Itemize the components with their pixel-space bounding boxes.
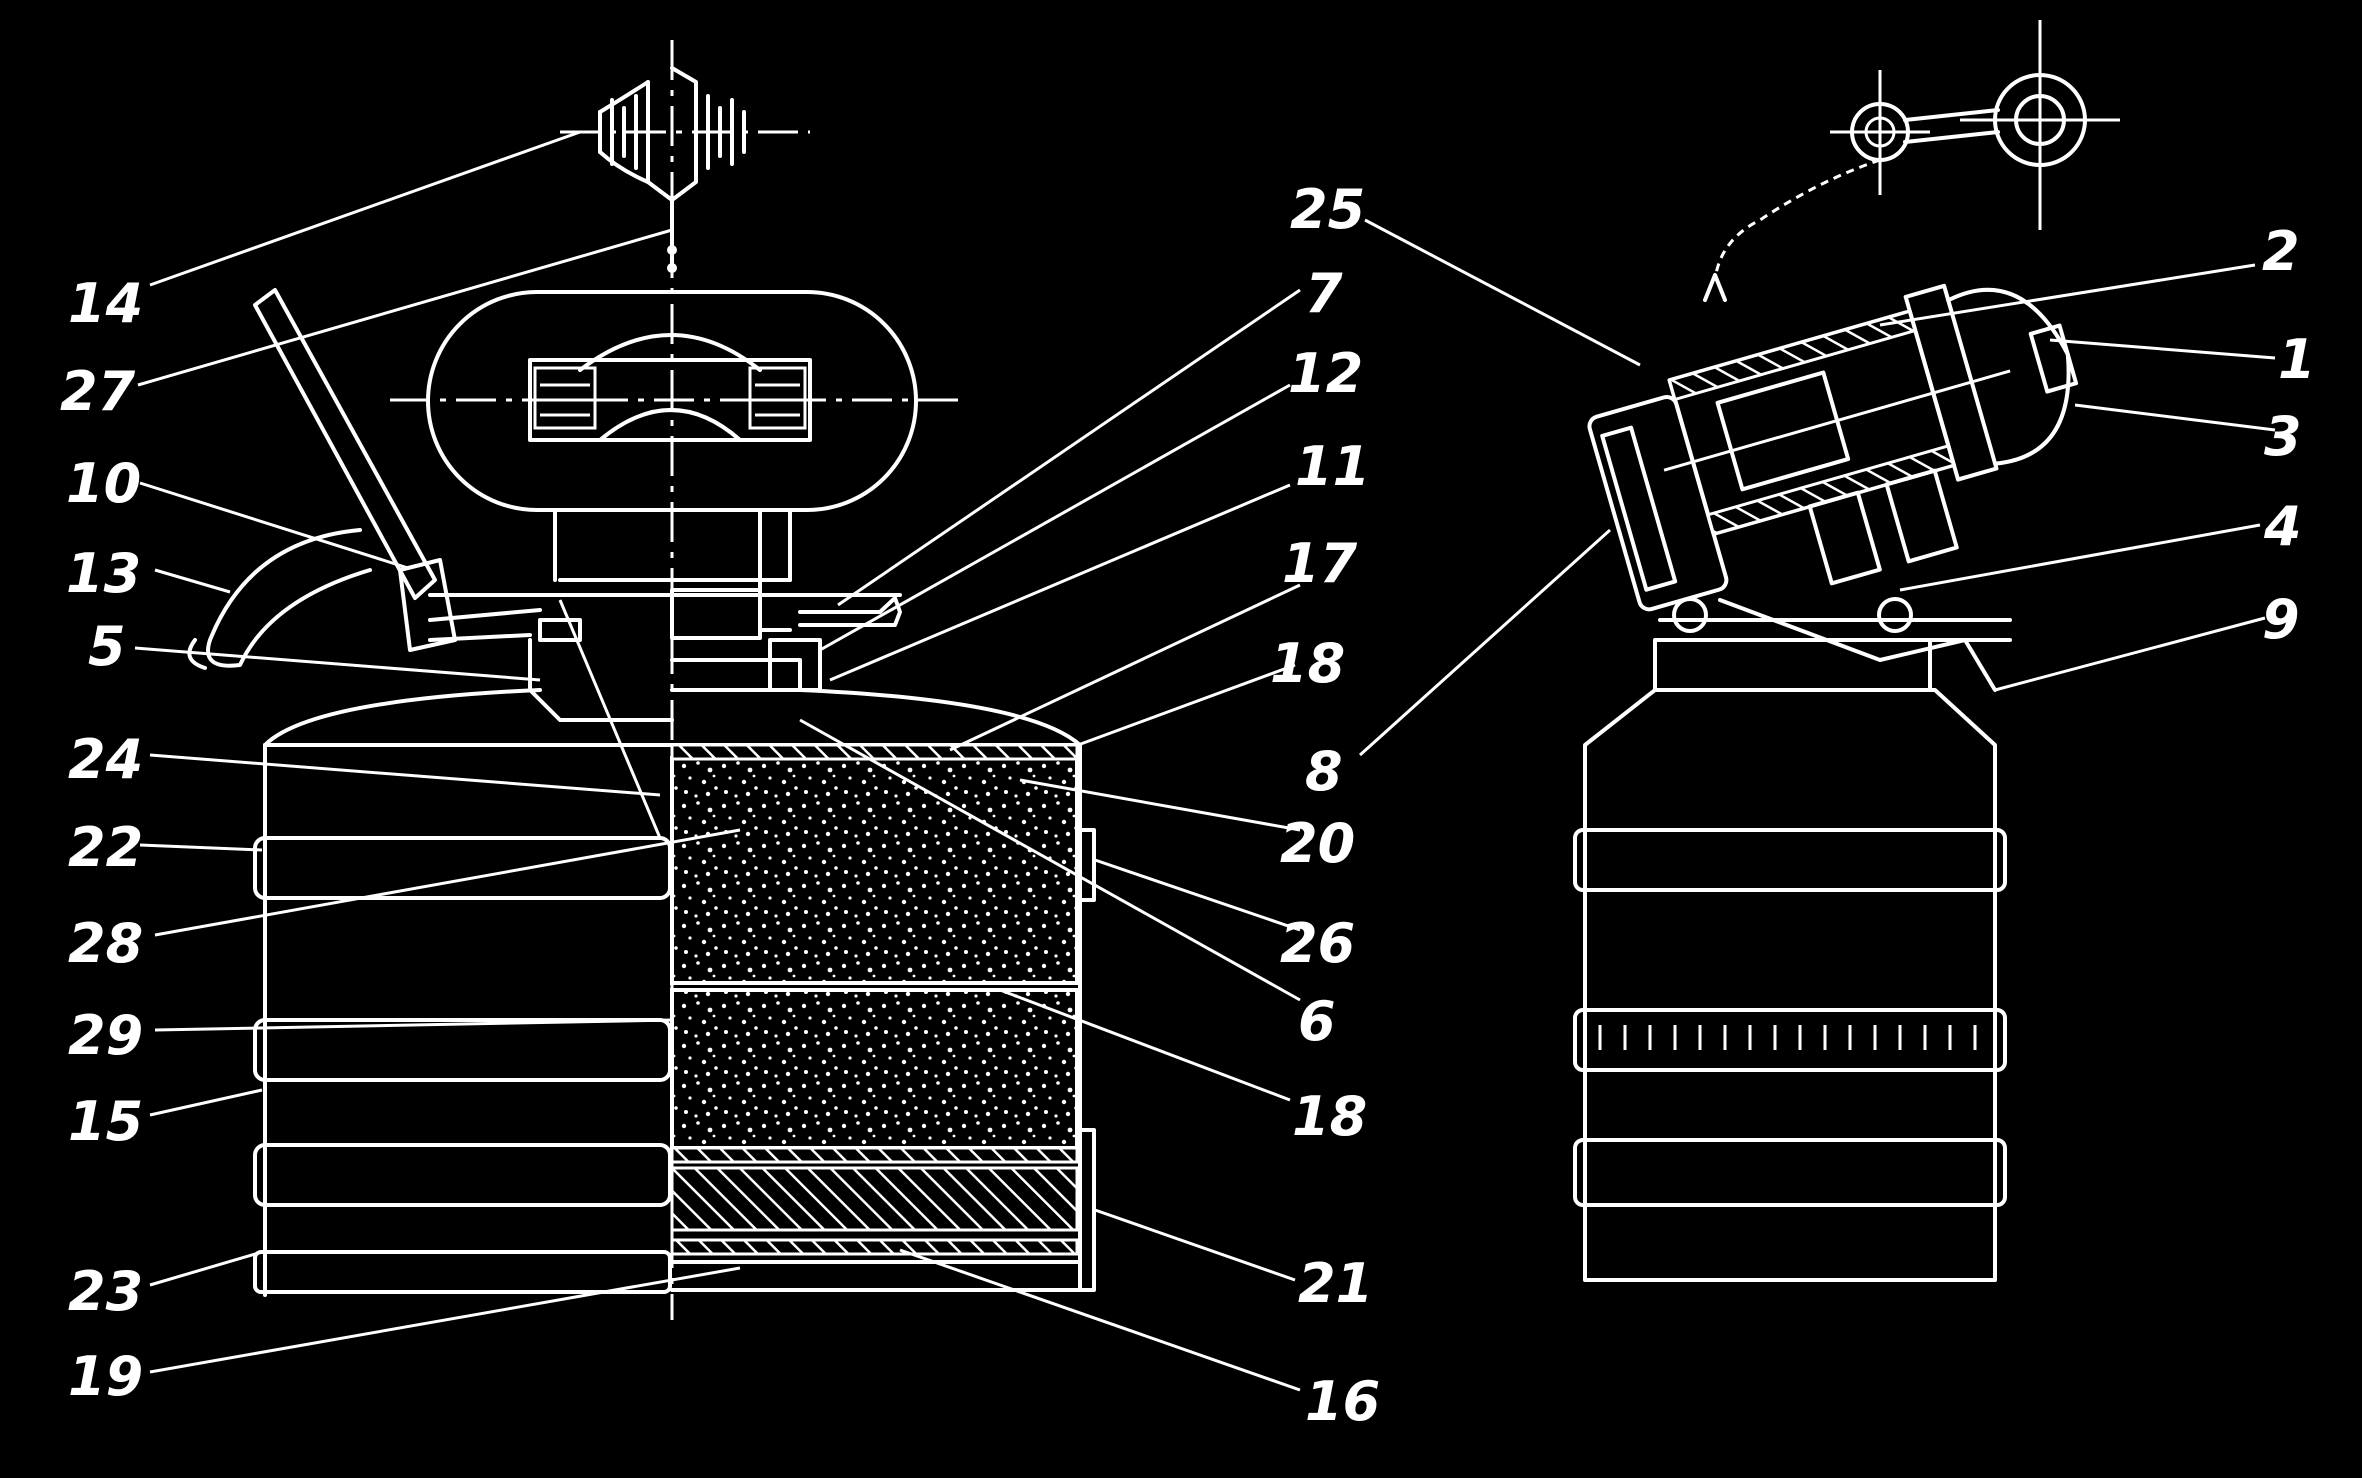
label-12: 12 [1288, 342, 1363, 405]
label-13: 13 [66, 542, 141, 605]
label-29: 29 [68, 1004, 143, 1067]
label-15: 15 [68, 1090, 143, 1153]
label-23: 23 [68, 1260, 143, 1323]
label-27: 27 [60, 360, 136, 423]
label-8: 8 [1305, 740, 1343, 803]
left-leader-lines [134, 130, 741, 1374]
chain-and-cap [1703, 20, 2120, 302]
label-2: 2 [2262, 220, 2300, 283]
label-16: 16 [1305, 1370, 1380, 1433]
label-11: 11 [1295, 435, 1370, 498]
label-7: 7 [1305, 262, 1343, 325]
label-14: 14 [68, 272, 143, 335]
left-canister-view [134, 40, 1301, 1392]
label-22: 22 [68, 816, 143, 879]
right-view-labels: 25 2 1 3 4 9 8 [1290, 178, 2316, 803]
label-20: 20 [1280, 812, 1355, 875]
label-18-top: 18 [1270, 632, 1345, 695]
label-26: 26 [1280, 912, 1355, 975]
label-21: 21 [1298, 1252, 1373, 1315]
label-18-bottom: 18 [1292, 1085, 1367, 1148]
right-body [1573, 688, 2007, 1282]
label-10: 10 [66, 452, 141, 515]
label-6: 6 [1298, 990, 1336, 1053]
right-leader-lines [1358, 218, 2276, 757]
graduation-ring [1598, 1025, 1977, 1050]
label-28: 28 [68, 912, 143, 975]
head-assembly [390, 290, 965, 512]
label-3: 3 [2264, 405, 2302, 468]
valve-body [1587, 283, 2079, 612]
label-24: 24 [68, 728, 143, 791]
left-view-labels: 14 27 10 13 5 24 22 28 29 15 23 19 7 12 … [60, 262, 1380, 1433]
neck [428, 508, 902, 722]
label-25: 25 [1290, 178, 1365, 241]
label-19: 19 [68, 1345, 143, 1408]
label-17: 17 [1282, 532, 1358, 595]
lever-handle [187, 288, 542, 670]
label-5: 5 [88, 615, 126, 678]
right-neck [1653, 597, 2012, 692]
label-9: 9 [2262, 588, 2300, 651]
canister-body [253, 688, 1096, 1297]
bellows-cap [560, 66, 810, 273]
label-4: 4 [2263, 495, 2302, 558]
label-1: 1 [2278, 328, 2316, 391]
left-right-leader-lines [799, 288, 1301, 1392]
right-canister-view [1358, 20, 2276, 1282]
